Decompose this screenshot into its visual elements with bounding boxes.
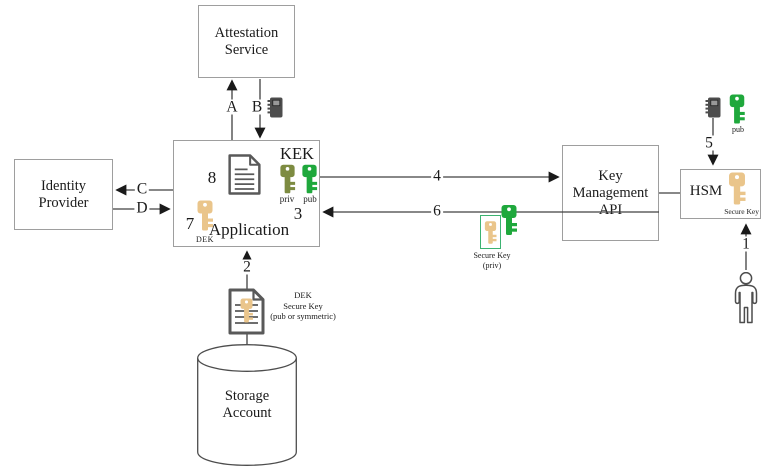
kek-priv-key-icon bbox=[280, 164, 296, 194]
edge-4-label: 4 bbox=[431, 167, 443, 185]
hsm-pub-key-label: pub bbox=[732, 125, 744, 134]
attestation-report-chip-icon bbox=[267, 97, 283, 118]
edge-d-label: D bbox=[134, 199, 150, 217]
storage-account-label: Storage Account bbox=[197, 388, 297, 422]
application-step-7: 7 bbox=[185, 214, 195, 233]
node-attestation-service: Attestation Service bbox=[198, 5, 295, 78]
storage-label-line1: Storage bbox=[224, 388, 270, 404]
dek-note-line1: DEK bbox=[294, 290, 312, 300]
identity-provider-label-line2: Provider bbox=[38, 194, 89, 211]
dek-label: DEK bbox=[196, 235, 214, 244]
dek-note-line2: Secure Key bbox=[283, 300, 323, 311]
edge-c-label: C bbox=[134, 180, 150, 198]
kms-label-line3: API bbox=[598, 201, 623, 218]
wrapped-secure-key-box bbox=[480, 215, 501, 249]
secure-key-priv-note-line2: (priv) bbox=[482, 261, 502, 270]
identity-provider-label-line1: Identity bbox=[40, 177, 87, 194]
person-icon bbox=[734, 272, 758, 324]
dek-secure-key-note: DEK Secure Key (pub or symmetric) bbox=[258, 290, 348, 322]
application-label: Application bbox=[208, 220, 290, 239]
hsm-pub-key-icon bbox=[729, 94, 745, 124]
edge-1-label: 1 bbox=[740, 235, 752, 253]
kms-label-line2: Management bbox=[572, 184, 649, 201]
kek-pub-key-icon bbox=[302, 164, 318, 194]
hsm-secure-key-icon bbox=[729, 172, 746, 205]
dek-note-line3: (pub or symmetric) bbox=[270, 311, 336, 321]
node-hsm: HSM Secure Key bbox=[680, 169, 761, 219]
hsm-attestation-chip-icon bbox=[705, 97, 721, 118]
attestation-service-label-line1: Attestation bbox=[214, 24, 279, 41]
edge-6-label: 6 bbox=[431, 202, 443, 220]
document-icon bbox=[228, 154, 261, 195]
secure-key-priv-green-icon bbox=[501, 205, 517, 235]
node-application: 8 KEK priv pub 3 7 DEK Application bbox=[173, 140, 320, 247]
kms-label-line1: Key bbox=[598, 167, 623, 184]
edge-2-label: 2 bbox=[241, 258, 253, 276]
kek-pub-label: pub bbox=[303, 194, 317, 204]
hsm-label: HSM bbox=[689, 183, 723, 199]
node-key-management-api: Key Management API bbox=[562, 145, 659, 241]
secure-key-priv-tan-icon bbox=[484, 220, 497, 244]
secure-key-priv-note: Secure Key (priv) bbox=[454, 251, 530, 271]
database-cylinder bbox=[197, 344, 297, 466]
secure-key-priv-note-line1: Secure Key bbox=[473, 251, 511, 260]
edge-a-label: A bbox=[224, 98, 240, 116]
application-step-3: 3 bbox=[293, 204, 303, 223]
edge-b-label: B bbox=[249, 98, 265, 116]
attestation-service-label-line2: Service bbox=[224, 41, 269, 58]
kek-label: KEK bbox=[280, 144, 314, 163]
node-identity-provider: Identity Provider bbox=[14, 159, 113, 230]
edge-5-label: 5 bbox=[703, 134, 715, 152]
hsm-secure-key-label: Secure Key bbox=[724, 207, 759, 216]
storage-label-line2: Account bbox=[222, 405, 272, 421]
application-step-8: 8 bbox=[207, 168, 217, 187]
kek-priv-label: priv bbox=[279, 194, 295, 204]
